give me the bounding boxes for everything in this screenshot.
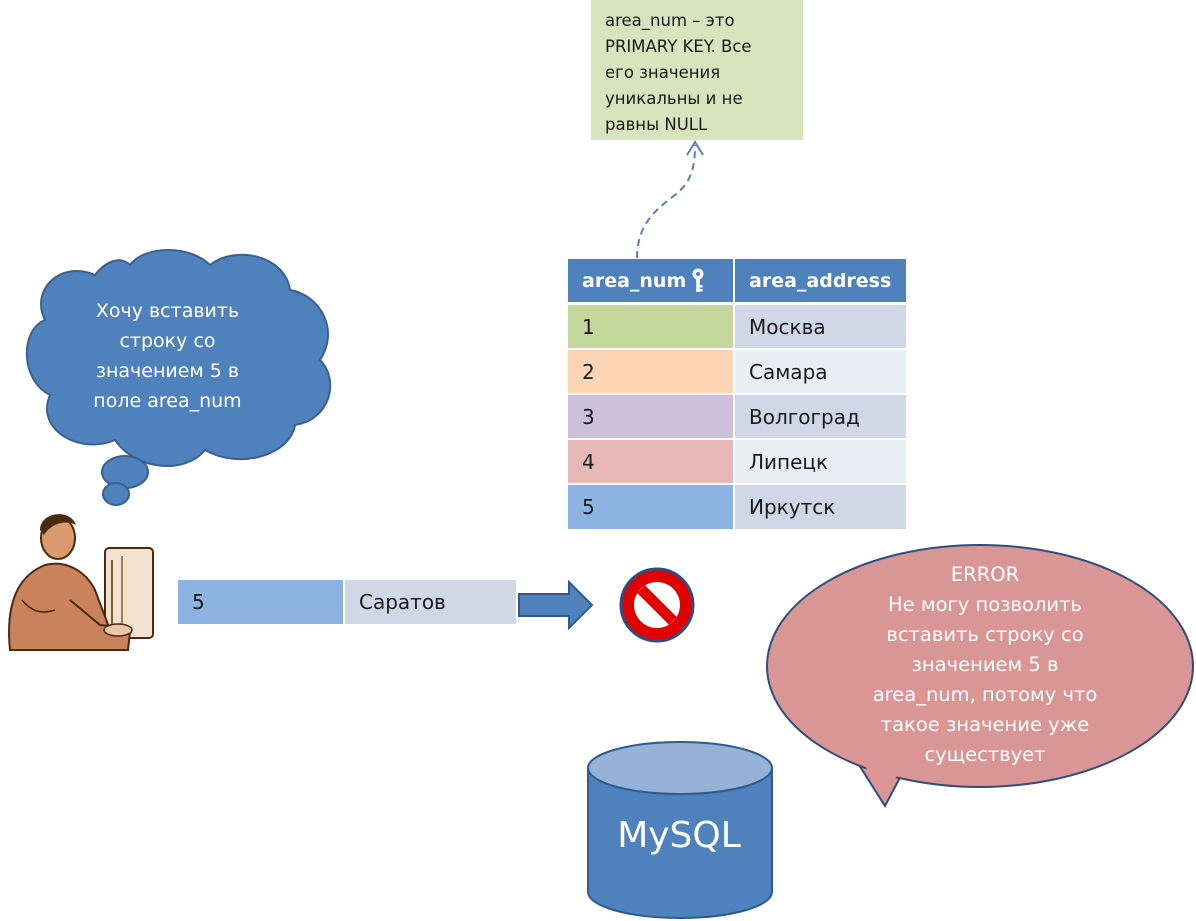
- insert-row-num: 5: [178, 580, 343, 624]
- error-title: ERROR: [950, 563, 1020, 586]
- thought-cloud: [25, 249, 332, 506]
- table-cell-address: Москва: [735, 305, 906, 348]
- header-area-num-label: area_num: [582, 269, 687, 292]
- note-line: уникальны и не: [605, 89, 743, 108]
- error-bubble-text: ERROR Не могу позволить вставить строку …: [790, 560, 1180, 770]
- note-line: PRIMARY KEY. Все: [605, 37, 752, 56]
- right-arrow-icon: [518, 579, 594, 631]
- error-line: существует: [924, 743, 1046, 766]
- header-area-num: area_num: [568, 259, 733, 302]
- error-line: такое значение уже: [880, 713, 1090, 736]
- table-cell-num: 3: [568, 395, 733, 438]
- person-at-computer-icon: [8, 514, 154, 651]
- table-cell-address: Липецк: [735, 440, 906, 483]
- header-area-address-label: area_address: [749, 269, 892, 292]
- table-cell-address: Иркутск: [735, 485, 906, 529]
- error-line: Не могу позволить: [888, 593, 1082, 616]
- error-line: area_num, потому что: [872, 683, 1098, 706]
- table-cell-address: Самара: [735, 350, 906, 393]
- dashed-arrowhead-icon: [686, 140, 704, 156]
- header-area-address: area_address: [735, 259, 906, 302]
- thought-line: Хочу вставить: [95, 300, 240, 322]
- thought-line: значением 5 в: [95, 360, 240, 382]
- table-cell-num: 1: [568, 305, 733, 348]
- prohibited-icon: [619, 567, 695, 643]
- primary-key-note: area_num – это PRIMARY KEY. Все его знач…: [591, 0, 803, 140]
- note-line: равны NULL: [605, 115, 708, 134]
- table-cell-num: 5: [568, 485, 733, 529]
- thought-bubble-text: Хочу вставить строку со значением 5 в по…: [60, 296, 275, 416]
- thought-line: строку со: [119, 330, 216, 352]
- insert-row-address: Саратов: [345, 580, 516, 624]
- error-line: вставить строку со: [886, 623, 1084, 646]
- key-icon: [692, 268, 704, 292]
- note-line: area_num – это: [605, 11, 735, 30]
- mysql-label: MySQL: [617, 815, 741, 856]
- table-cell-address: Волгоград: [735, 395, 906, 438]
- error-line: значением 5 в: [911, 653, 1059, 676]
- note-line: его значения: [605, 63, 721, 82]
- dashed-connector-arrow: [636, 144, 696, 259]
- table-cell-num: 2: [568, 350, 733, 393]
- error-speech-bubble: [766, 544, 1194, 808]
- thought-line: поле area_num: [93, 390, 242, 412]
- database-cylinder-icon: [587, 741, 773, 919]
- table-cell-num: 4: [568, 440, 733, 483]
